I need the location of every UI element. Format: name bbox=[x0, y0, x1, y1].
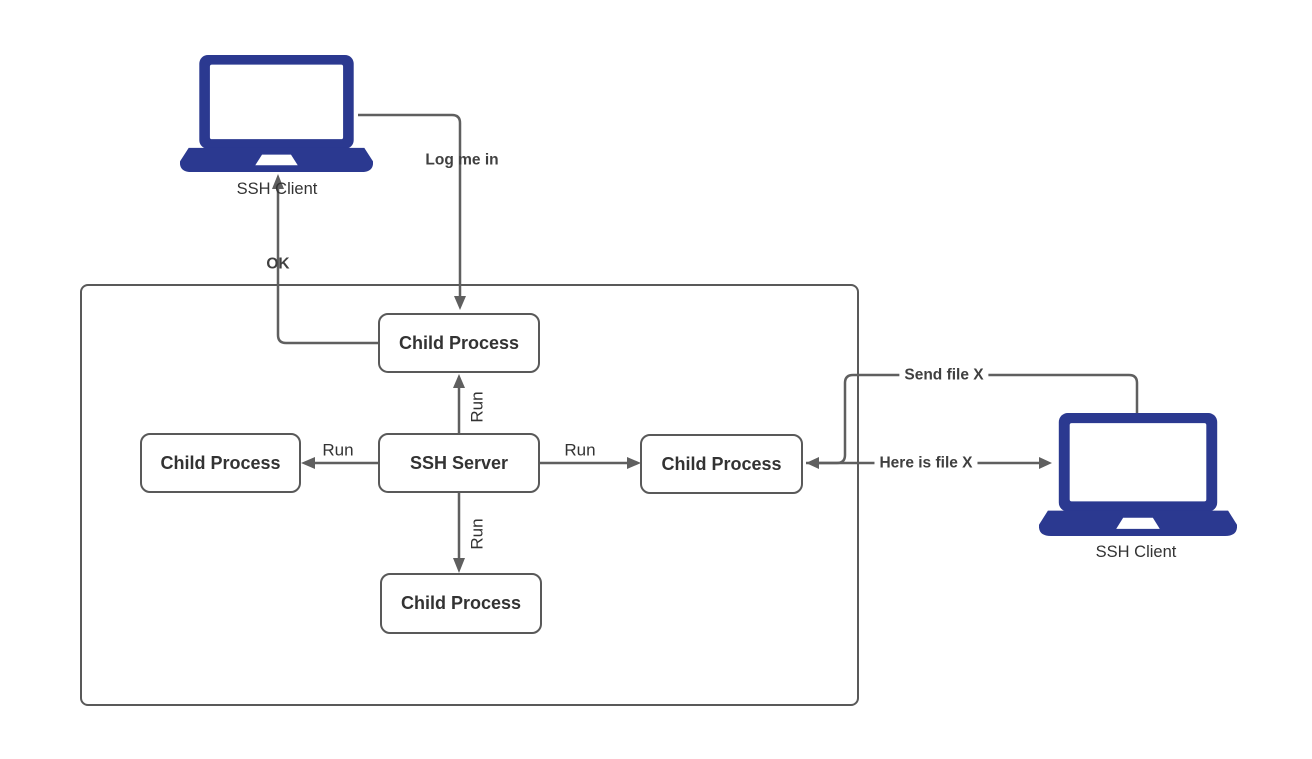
node-label: SSH Server bbox=[409, 452, 509, 473]
node-label: Child Process bbox=[400, 593, 522, 613]
node-child-process-bottom: Child Process bbox=[380, 573, 542, 634]
edge-label-send-file: Send file X bbox=[899, 365, 989, 385]
edge-run-down bbox=[453, 493, 465, 573]
node-child-process-right: Child Process bbox=[640, 434, 803, 494]
node-child-process-left: Child Process bbox=[140, 433, 301, 493]
edge-label-here-is-file: Here is file X bbox=[874, 453, 978, 473]
edge-label-log-me-in: Log me in bbox=[425, 151, 499, 169]
node-ssh-server: SSH Server bbox=[378, 433, 540, 493]
edge-run-up bbox=[453, 374, 465, 433]
node-label: Child Process bbox=[398, 332, 520, 353]
client-label-right: SSH Client bbox=[1095, 543, 1177, 561]
edge-label-ok: OK bbox=[266, 255, 290, 273]
node-label: Child Process bbox=[661, 453, 782, 474]
node-child-process-top: Child Process bbox=[378, 313, 540, 373]
edge-run-left bbox=[301, 457, 378, 469]
laptop-icon-right bbox=[1039, 413, 1237, 536]
laptop-icon-left bbox=[180, 55, 373, 173]
edge-ok bbox=[272, 174, 378, 345]
client-label-left: SSH Client bbox=[236, 180, 318, 198]
edge-label-run-left: Run bbox=[322, 440, 354, 460]
edge-label-run-right: Run bbox=[564, 440, 596, 460]
edge-label-run-down: Run bbox=[467, 518, 487, 550]
node-label: Child Process bbox=[160, 452, 281, 473]
server-boundary-box bbox=[80, 284, 859, 706]
edge-label-run-up: Run bbox=[467, 391, 487, 423]
edge-run-right bbox=[540, 457, 641, 469]
edge-log-me-in bbox=[358, 113, 466, 310]
